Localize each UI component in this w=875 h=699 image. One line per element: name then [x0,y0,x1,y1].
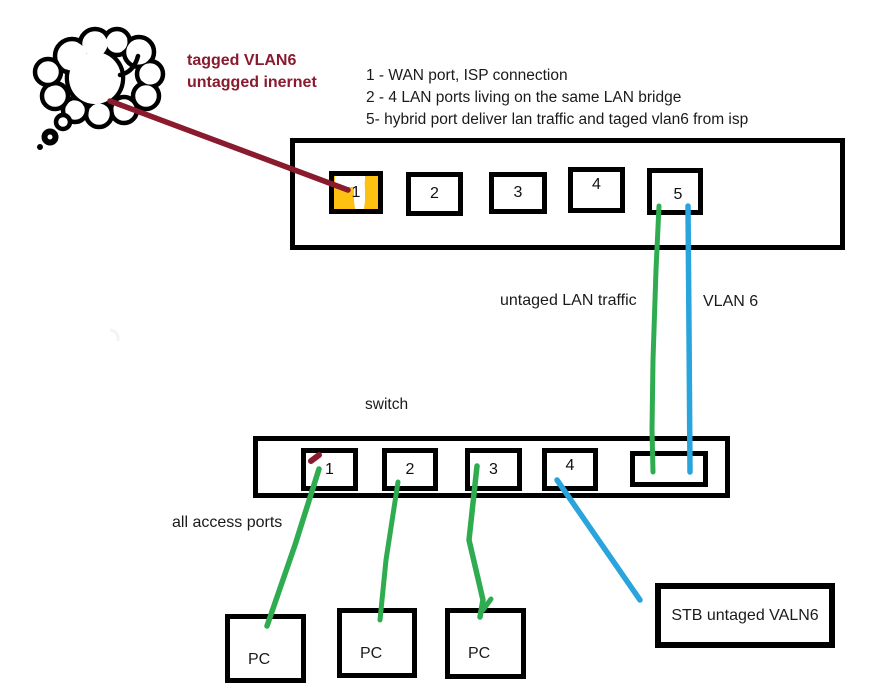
switch-port-1: 1 [301,448,358,491]
switch-box [253,436,730,498]
thought-cloud-icon [32,26,166,150]
switch-port-label: 4 [565,456,575,474]
pc-label: PC [248,651,271,668]
router-port-5: 5 [647,168,703,215]
legend-line-1: 1 - WAN port, ISP connection [366,67,568,84]
switch-port-4: 4 [542,448,598,491]
highlight-gap [354,176,365,209]
switch-port-3: 3 [465,448,522,491]
legend-line-2: 2 - 4 LAN ports living on the same LAN b… [366,89,682,106]
pc-box-3: PC [445,608,526,679]
router-port-1-highlighted: 1 [329,171,383,214]
pc-box-2: PC [337,608,417,678]
pc-label: PC [468,645,491,662]
router-port-label: 4 [592,176,601,193]
switch-uplink-port [630,451,708,487]
router-port-label: 3 [513,184,523,201]
faint-stray-mark [109,328,120,342]
switch-port-label: 3 [489,460,498,478]
cloud-note-line-2: untagged inernet [187,74,317,91]
port-legend: 1 - WAN port, ISP connection 2 - 4 LAN p… [366,65,748,131]
legend-line-3: 5- hybrid port deliver lan traffic and t… [366,111,749,128]
switch-port-2: 2 [382,448,438,491]
stb-box: STB untaged VALN6 [655,583,835,648]
vlan6-label: VLAN 6 [703,293,759,310]
switch-port-label: 1 [325,460,334,478]
router-port-label: 1 [351,183,361,201]
untagged-lan-label: untaged LAN traffic [500,292,637,309]
router-box [290,138,845,250]
switch-port-label: 2 [405,460,415,478]
router-port-2: 2 [406,172,463,216]
switch-title: switch [365,396,409,413]
cloud-note-line-1: tagged VLAN6 [187,52,297,69]
router-port-label: 5 [673,185,683,203]
pc-box-1: PC [225,614,306,683]
switch-port4-to-stb-line [554,477,643,603]
switch-port2-to-pc2-line [377,479,401,623]
isp-cloud-note: tagged VLAN6 untagged inernet [187,50,317,94]
stb-label: STB untaged VALN6 [671,606,819,624]
access-ports-note: all access ports [172,514,283,531]
router-port-3: 3 [489,172,547,214]
pc-label: PC [360,645,383,662]
router-port-4: 4 [568,167,625,213]
router-port-label: 2 [430,185,439,202]
